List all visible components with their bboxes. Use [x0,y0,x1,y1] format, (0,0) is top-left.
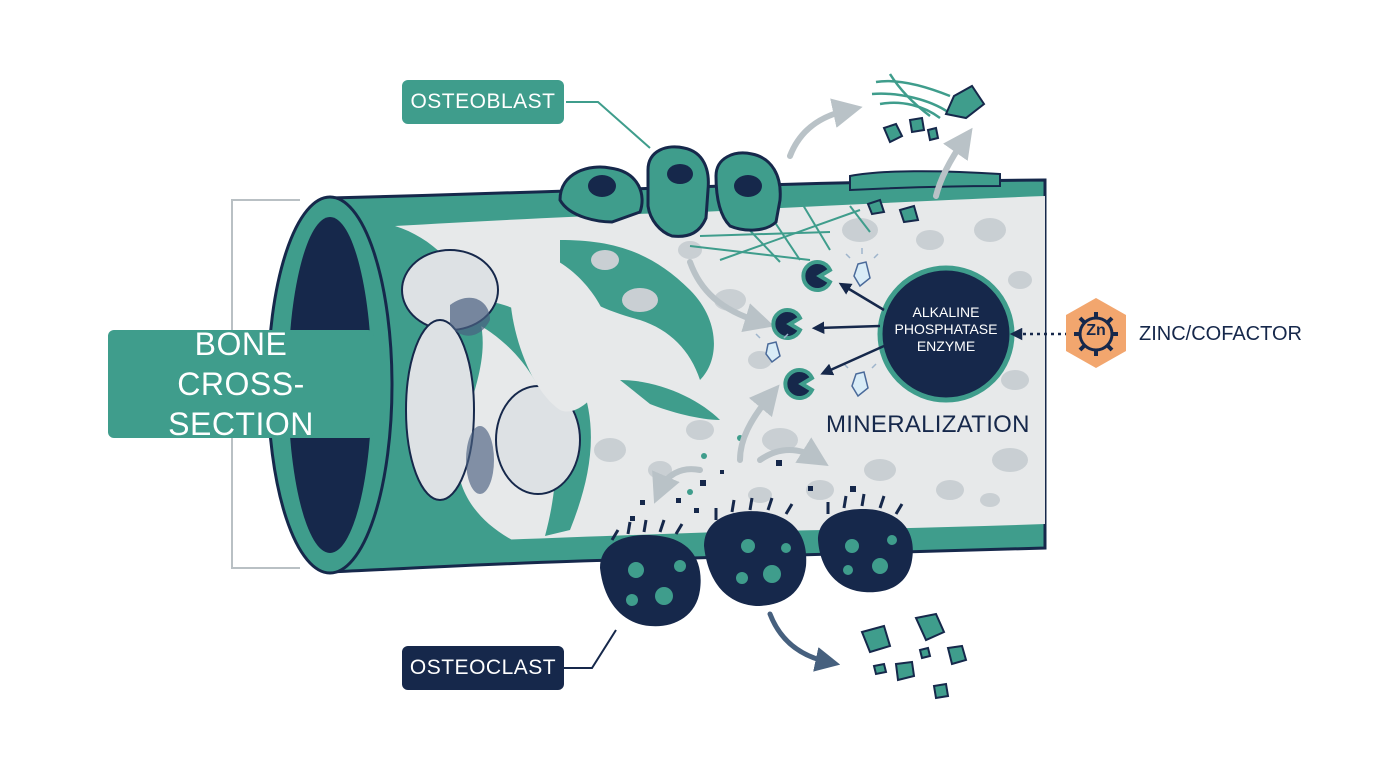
osteoblast-label: OSTEOBLAST [402,80,564,124]
mineralization-label: MINERALIZATION [826,411,1030,438]
mineral-crystals [765,261,871,398]
enzyme-label: ALKALINE PHOSPHATASE ENZYME [884,304,1008,355]
gear-teeth [1074,312,1118,356]
enzyme-action-arrows [811,282,885,376]
zinc-cofactor [1009,298,1126,368]
bone-label-line-2: CROSS-SECTION [168,366,314,442]
marrow-pockets [401,249,612,501]
osteoblast-leader-line [566,101,651,149]
osteoblast-cells [558,145,1001,238]
released-matrix-fragments [866,73,986,224]
osteoclast-output-arrow [767,611,841,672]
osteoclast-cells [600,493,913,627]
matrix-flow-arrows [652,98,973,504]
osteoclast-label: OSTEOCLAST [402,646,564,690]
resorbed-fragments [860,612,968,700]
enzyme-label-line-2: PHOSPHATASE [894,321,998,337]
enzyme-label-line-3: ENZYME [916,338,976,354]
bone-cross-section-label: BONE CROSS-SECTION [108,326,374,442]
bone-label-line-1: BONE [194,326,288,362]
osteoclast-leader-line [564,629,617,669]
phosphate-substrates [771,260,833,400]
enzyme-label-line-1: ALKALINE [912,304,980,320]
zinc-cofactor-label: ZINC/COFACTOR [1139,323,1302,345]
zinc-symbol: Zn [1086,322,1106,339]
